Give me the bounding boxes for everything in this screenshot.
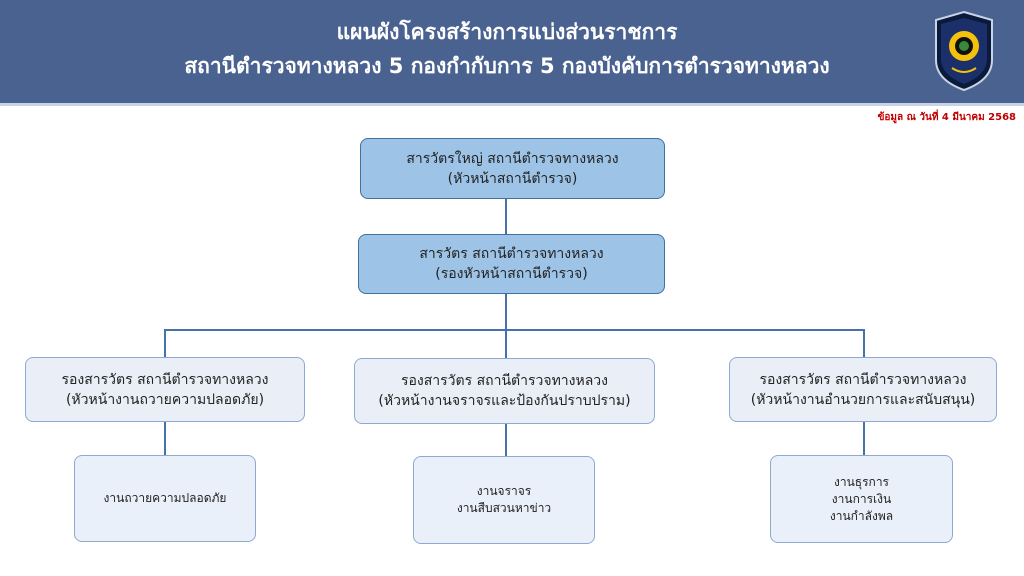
branch-title: รองสารวัตร สถานีตำรวจทางหลวง <box>61 371 269 388</box>
connector-line <box>505 329 507 358</box>
data-date-note: ข้อมูล ณ วันที่ 4 มีนาคม 2568 <box>877 112 1016 123</box>
branch-box-traffic: รองสารวัตร สถานีตำรวจทางหลวง (หัวหน้างาน… <box>354 358 655 424</box>
connector-line <box>505 294 507 330</box>
page-title: แผนผังโครงสร้างการแบ่งส่วนราชการ <box>336 20 678 44</box>
branch-box-admin: รองสารวัตร สถานีตำรวจทางหลวง (หัวหน้างาน… <box>729 357 997 422</box>
connector-line <box>164 422 166 455</box>
connector-line <box>505 199 507 234</box>
chief-title: สารวัตรใหญ่ สถานีตำรวจทางหลวง <box>406 150 619 167</box>
unit-item: งานสืบสวนหาข่าว <box>456 501 552 515</box>
branch-title: รองสารวัตร สถานีตำรวจทางหลวง <box>759 371 967 388</box>
branch-role: (หัวหน้างานอำนวยการและสนับสนุน) <box>750 391 976 408</box>
deputy-box: สารวัตร สถานีตำรวจทางหลวง (รองหัวหน้าสถา… <box>358 234 665 294</box>
branch-role: (หัวหน้างานถวายความปลอดภัย) <box>65 391 265 408</box>
deputy-role: (รองหัวหน้าสถานีตำรวจ) <box>435 266 588 282</box>
connector-line <box>505 424 507 456</box>
unit-box-protection: งานถวายความปลอดภัย <box>74 455 256 542</box>
unit-item: งานกำลังพล <box>829 508 894 523</box>
unit-box-traffic: งานจราจร งานสืบสวนหาข่าว <box>413 456 595 544</box>
unit-item: งานธุรการ <box>833 474 890 489</box>
page-subtitle: สถานีตำรวจทางหลวง 5 กองกำกับการ 5 กองบัง… <box>184 54 830 78</box>
branch-box-protection: รองสารวัตร สถานีตำรวจทางหลวง (หัวหน้างาน… <box>25 357 305 422</box>
deputy-title: สารวัตร สถานีตำรวจทางหลวง <box>419 246 604 262</box>
branch-title: รองสารวัตร สถานีตำรวจทางหลวง <box>400 373 609 389</box>
chief-role: (หัวหน้าสถานีตำรวจ) <box>447 170 578 187</box>
connector-line <box>863 329 865 357</box>
header-banner: แผนผังโครงสร้างการแบ่งส่วนราชการ สถานีตำ… <box>0 0 1024 106</box>
unit-item: งานจราจร <box>476 484 532 498</box>
branch-role: (หัวหน้างานจราจรและป้องกันปราบปราม) <box>378 393 631 409</box>
unit-box-admin: งานธุรการ งานการเงิน งานกำลังพล <box>770 455 953 543</box>
connector-line <box>164 329 166 357</box>
unit-item: งานถวายความปลอดภัย <box>103 491 227 505</box>
chief-box: สารวัตรใหญ่ สถานีตำรวจทางหลวง (หัวหน้าสถ… <box>360 138 665 199</box>
connector-line <box>863 422 865 455</box>
unit-item: งานการเงิน <box>831 491 892 506</box>
connector-line <box>164 329 865 331</box>
highway-police-logo <box>935 10 993 92</box>
